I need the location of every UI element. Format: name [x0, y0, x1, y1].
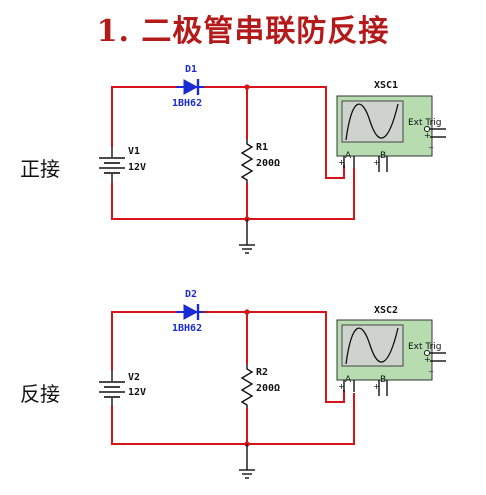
resistor-r1-ref: R1 [256, 142, 268, 153]
scope-xsc2-channel-b: B [380, 375, 386, 385]
wire-top-right-2 [201, 311, 345, 403]
resistor-r1-value: 200Ω [256, 158, 280, 169]
resistor-r2-ref: R2 [256, 367, 268, 378]
diode-d2-model: 1BH62 [172, 323, 202, 334]
oscilloscope-xsc2 [336, 319, 446, 396]
scope-xsc1-channel-a: A [345, 151, 352, 161]
resistor-r1 [240, 139, 254, 183]
circuit-1: D1 1BH62 V1 12V R1 200Ω [99, 64, 446, 254]
circuit-1-label: 正接 [20, 157, 60, 181]
scope-xsc2-a-plus: + [338, 382, 345, 391]
diode-d2 [176, 304, 204, 320]
scope-xsc2-ref: XSC2 [374, 305, 398, 316]
wire-top-right-1 [201, 86, 345, 179]
junction-top-1 [244, 84, 250, 90]
diode-d1-ref: D1 [185, 64, 197, 75]
diode-d1 [176, 79, 204, 95]
scope-xsc2-b-plus: + [373, 382, 380, 391]
scope-xsc1-b-plus: + [373, 158, 380, 167]
battery-v1-ref: V1 [128, 146, 140, 157]
scope-xsc1-channel-b: B [380, 151, 386, 161]
scope-xsc1-a-plus: + [338, 158, 345, 167]
scope-xsc2-ext-minus: _ [428, 363, 434, 372]
junction-top-2 [244, 309, 250, 315]
circuit-2-label: 反接 [20, 382, 60, 406]
ground-1 [239, 219, 255, 254]
scope-xsc1-ext-minus: _ [428, 139, 434, 148]
oscilloscope-xsc1 [336, 95, 446, 172]
page-title: 1. 二极管串联防反接 [96, 14, 390, 49]
battery-v1-value: 12V [128, 162, 146, 173]
scope-xsc1-ext-plus: + [424, 131, 431, 140]
wire-top-left-1 [111, 86, 178, 147]
scope-xsc1-ref: XSC1 [374, 80, 398, 91]
scope-xsc2-ext-plus: + [424, 355, 431, 364]
scope-xsc2-channel-a: A [345, 375, 352, 385]
diode-d1-model: 1BH62 [172, 98, 202, 109]
ground-2 [239, 444, 255, 479]
battery-v2-ref: V2 [128, 372, 140, 383]
resistor-r2-value: 200Ω [256, 383, 280, 394]
wire-top-left-2 [111, 311, 178, 370]
wire-bottom-2 [111, 393, 355, 445]
wire-bottom-1 [111, 168, 355, 220]
resistor-r2 [240, 364, 254, 408]
diode-d2-ref: D2 [185, 289, 197, 300]
battery-v2 [99, 370, 125, 406]
scope-xsc1-ext-trig: Ext Trig [408, 118, 442, 128]
scope-xsc2-ext-trig: Ext Trig [408, 342, 442, 352]
battery-v2-value: 12V [128, 387, 146, 398]
battery-v1 [99, 147, 125, 183]
circuit-2: D2 1BH62 V2 12V R2 200Ω [99, 289, 446, 479]
